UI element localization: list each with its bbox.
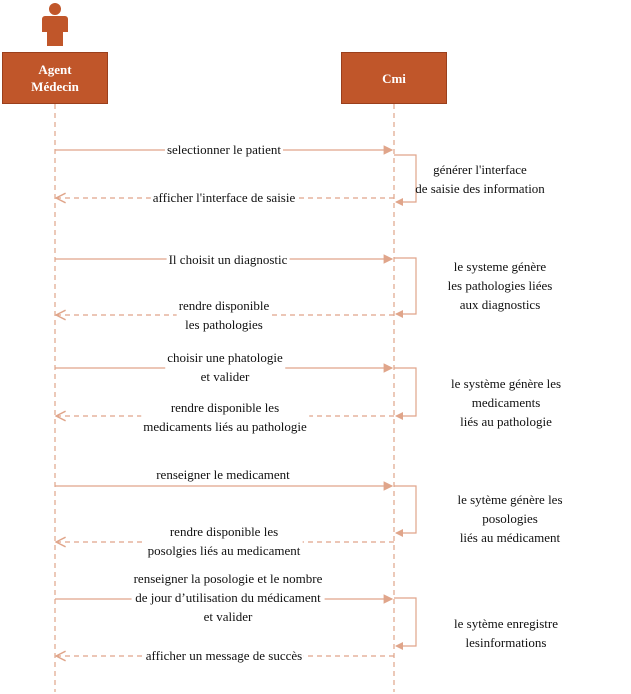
self-call-bracket [394,485,417,534]
participant-agent-medecin-label: Agent Médecin [31,62,79,94]
participant-cmi-label: Cmi [382,70,406,86]
self-call-bracket [394,257,417,315]
note-save-information: le sytème enregistre lesinformations [454,616,558,650]
message-choose-diagnosis: Il choisit un diagnostic [166,250,290,269]
self-call-bracket [394,154,417,203]
note-generate-pathologies: le systeme génère les pathologies liées … [447,259,553,312]
participant-agent-medecin: Agent Médecin [2,52,108,104]
message-show-success: afficher un message de succès [143,646,305,665]
message-choose-pathology: choisir une phatologie et valider [165,348,285,386]
self-call-bracket [394,367,417,417]
message-show-input-interface: afficher l'interface de saisie [150,188,298,207]
message-enter-medication: renseigner le medicament [154,465,292,484]
message-enter-dosage: renseigner la posologie et le nombre de … [131,569,325,626]
note-generate-medications: le système génère les medicaments liés a… [450,376,562,429]
self-call-arrowhead [395,412,403,420]
actor-person-icon [42,3,68,46]
message-select-patient: selectionner le patient [164,140,284,159]
self-call-arrowhead [395,642,403,650]
participant-cmi: Cmi [341,52,447,104]
self-call-bracket [394,597,417,647]
message-make-pathologies-available: rendre disponible les pathologies [176,296,272,334]
self-call-arrowhead [395,310,403,318]
message-make-medications-available: rendre disponible les medicaments liés a… [141,398,309,436]
self-call-arrowhead [395,198,403,206]
note-generate-dosages: le sytème génère les posologies liés au … [457,492,563,545]
self-call-arrowhead [395,529,403,537]
note-generate-interface: générer l'interface de saisie des inform… [415,162,545,196]
message-make-dosages-available: rendre disponible les posolgies liés au … [145,522,303,560]
